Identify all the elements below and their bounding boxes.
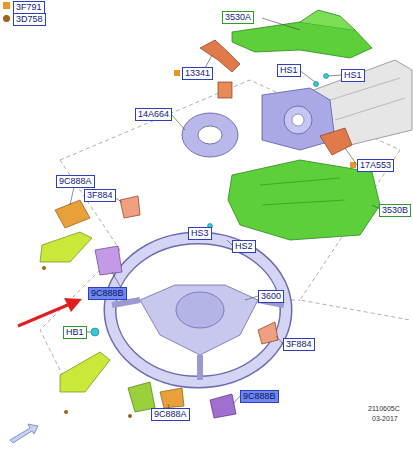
- callout-number: 3600: [261, 291, 281, 301]
- callout-number: 3F884: [87, 190, 113, 200]
- callout-box: 9C888B: [88, 287, 127, 300]
- callout-number: 17A553: [360, 160, 391, 170]
- callout-number: 3F884: [286, 339, 312, 349]
- callout-box: 3530A: [222, 11, 254, 24]
- callout-number: HS2: [235, 241, 253, 251]
- callout-box: HS2: [232, 240, 256, 253]
- callout-box: 3530B: [379, 204, 411, 217]
- callout-box: 13341: [182, 67, 213, 80]
- callout-number: HS1: [280, 65, 298, 75]
- callout-box: 9C888B: [240, 390, 279, 403]
- callout-box: 3600: [258, 290, 284, 303]
- callout-number: HS1: [344, 70, 362, 80]
- callout-number: 3530A: [225, 12, 251, 22]
- legend-swatch: [3, 2, 10, 9]
- callout-number: HS3: [191, 228, 209, 238]
- callout-box: HS1: [277, 64, 301, 77]
- callout-box: 17A553: [357, 159, 394, 172]
- callout-number: 3530B: [382, 205, 408, 215]
- callout-box: 9C888A: [56, 175, 95, 188]
- callout-number: 9C888A: [59, 176, 92, 186]
- callout-number: 9C888B: [243, 391, 276, 401]
- drawing-number: 2110605C: [368, 404, 400, 413]
- callout-box: 3F884: [84, 189, 116, 202]
- callout-box: 3F884: [283, 338, 315, 351]
- callout-box: HB1: [63, 326, 87, 339]
- callout-number: HB1: [66, 327, 84, 337]
- legend-text: 3D758: [13, 13, 46, 26]
- callout-box: 14A664: [135, 108, 172, 121]
- callout-number: 13341: [185, 68, 210, 78]
- drawing-number: 03-2017: [372, 414, 398, 423]
- legend-swatch: [3, 15, 10, 22]
- callout-box: 9C888A: [151, 408, 190, 421]
- callout-box: HS3: [188, 227, 212, 240]
- callout-number: 9C888A: [154, 409, 187, 419]
- callout-number: 14A664: [138, 109, 169, 119]
- callout-box: HS1: [341, 69, 365, 82]
- callout-number: 9C888B: [91, 288, 124, 298]
